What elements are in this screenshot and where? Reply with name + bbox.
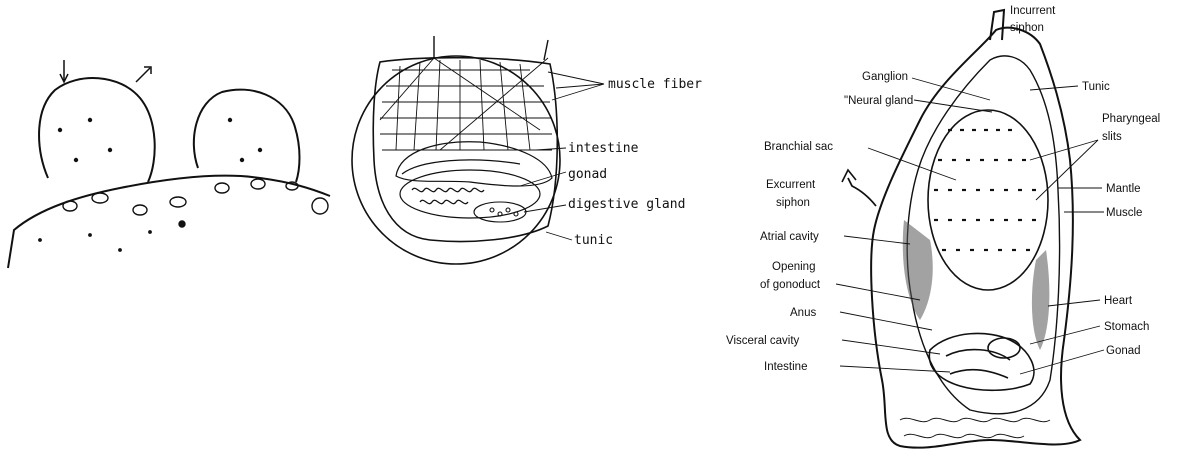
- label-opening-gonoduct-1: Opening: [772, 261, 815, 273]
- label-opening-gonoduct-2: of gonoduct: [760, 279, 821, 291]
- label-gonad: gonad: [568, 167, 607, 182]
- left-base-outline: [8, 176, 330, 268]
- label-ganglion: Ganglion: [862, 71, 908, 83]
- left-zooid-1: [39, 78, 155, 182]
- label-digestive-gland: digestive gland: [568, 197, 685, 212]
- middle-intestine: [396, 142, 552, 186]
- label-stomach: Stomach: [1104, 321, 1149, 333]
- label-muscle-fiber: muscle fiber: [608, 77, 702, 92]
- label-gonad-right: Gonad: [1106, 345, 1141, 357]
- muscle-fiber-grid: [380, 58, 552, 150]
- label-visceral-cavity: Visceral cavity: [726, 335, 800, 347]
- pharyngeal-slits: [934, 130, 1036, 250]
- middle-gonad: [400, 170, 540, 218]
- label-pharyngeal-slits-1: Pharyngeal: [1102, 113, 1160, 125]
- label-neural-gland: "Neural gland: [844, 95, 913, 107]
- left-figure: [8, 60, 330, 268]
- left-base-texture: [39, 119, 328, 252]
- outflow-arrow-icon: [136, 67, 151, 82]
- branchial-sac: [928, 110, 1048, 290]
- visceral-organs: [929, 333, 1034, 390]
- label-mantle: Mantle: [1106, 183, 1141, 195]
- left-zooid-2: [194, 90, 300, 182]
- right-base-texture: [900, 418, 1050, 437]
- label-branchial-sac: Branchial sac: [764, 141, 833, 153]
- label-incurrent-siphon-2: siphon: [1010, 22, 1044, 34]
- label-tunic: tunic: [574, 233, 613, 248]
- excurrent-siphon-shape: [848, 178, 876, 206]
- label-pharyngeal-slits-2: slits: [1102, 131, 1122, 143]
- middle-figure: muscle fiber intestine gonad digestive g…: [352, 36, 702, 264]
- label-excurrent-siphon-2: siphon: [776, 197, 810, 209]
- inflow-arrow-icon: [60, 60, 68, 82]
- label-intestine: intestine: [568, 141, 639, 156]
- label-muscle: Muscle: [1106, 207, 1142, 219]
- label-incurrent-siphon-1: Incurrent: [1010, 5, 1056, 17]
- atrial-cavity-shading: [903, 220, 1050, 350]
- label-excurrent-siphon-1: Excurrent: [766, 179, 816, 191]
- label-heart: Heart: [1104, 295, 1133, 307]
- label-anus: Anus: [790, 307, 816, 319]
- label-atrial-cavity: Atrial cavity: [760, 231, 819, 243]
- label-tunic-right: Tunic: [1082, 81, 1110, 93]
- label-intestine-right: Intestine: [764, 361, 807, 373]
- right-figure: Incurrent siphon Ganglion "Neural gland …: [726, 5, 1160, 448]
